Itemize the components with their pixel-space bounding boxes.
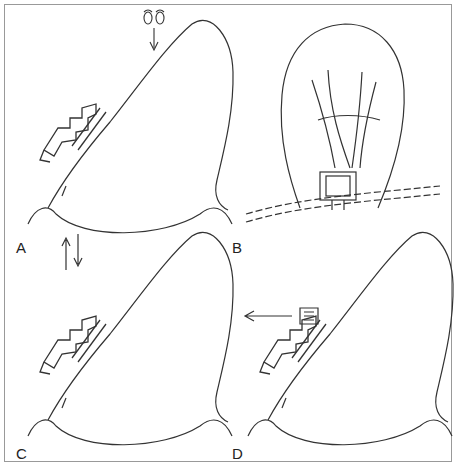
panel-letter: C <box>16 446 27 461</box>
panel-b <box>246 24 440 222</box>
panel-d <box>245 232 453 444</box>
panel-letter: D <box>232 446 243 461</box>
panel-letter: B <box>232 240 242 255</box>
panel-c <box>28 232 233 444</box>
panel-letter: A <box>16 240 26 255</box>
panel-a <box>28 10 233 233</box>
